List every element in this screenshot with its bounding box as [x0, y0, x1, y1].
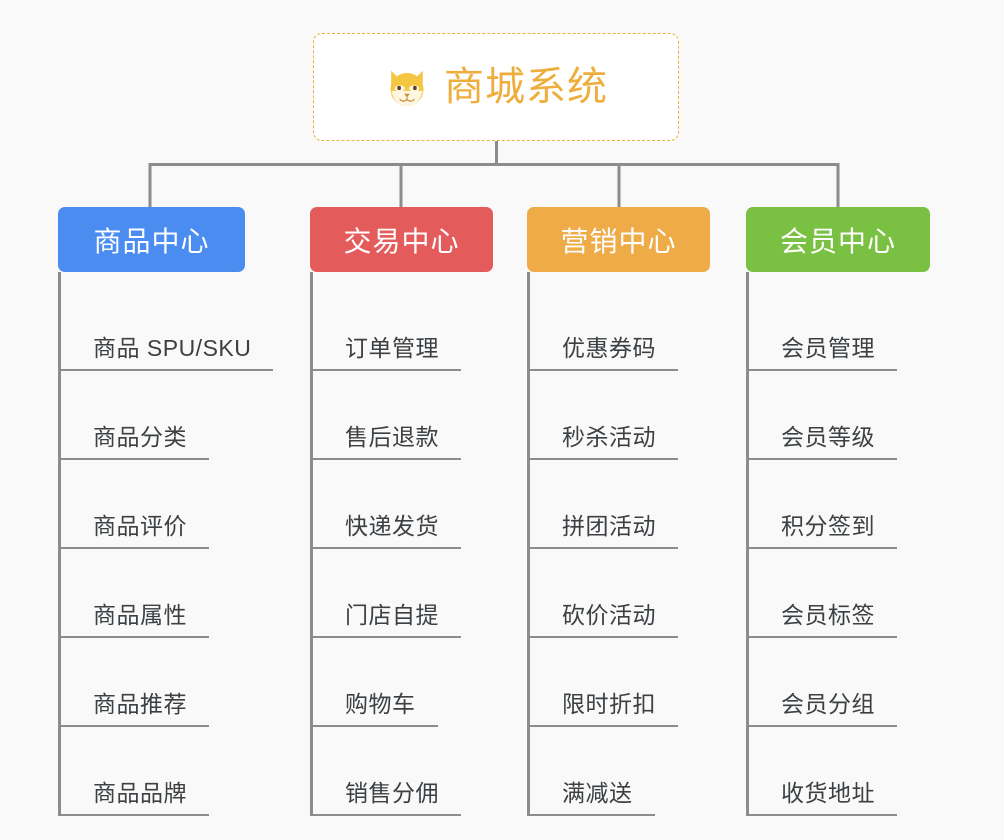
- list-item[interactable]: 满减送: [527, 727, 710, 816]
- branch-header-3[interactable]: 会员中心: [746, 207, 930, 272]
- branch-column-0: 商品中心 商品 SPU/SKU 商品分类 商品评价 商品属性 商品推荐 商品品牌: [58, 207, 274, 816]
- leaf-label: 秒杀活动: [562, 424, 656, 451]
- list-item[interactable]: 会员等级: [746, 371, 930, 460]
- list-item[interactable]: 限时折扣: [527, 638, 710, 727]
- leaf-label: 满减送: [562, 780, 633, 807]
- list-item[interactable]: 商品推荐: [58, 638, 245, 727]
- leaf-label: 销售分佣: [345, 780, 439, 807]
- root-node[interactable]: 商城系统: [313, 33, 679, 141]
- leaf-label: 订单管理: [345, 335, 439, 362]
- leaf-label: 购物车: [345, 691, 416, 718]
- list-item[interactable]: 门店自提: [310, 549, 493, 638]
- list-item[interactable]: 积分签到: [746, 460, 930, 549]
- leaf-label: 拼团活动: [562, 513, 656, 540]
- leaf-label: 商品推荐: [93, 691, 187, 718]
- list-item[interactable]: 商品评价: [58, 460, 245, 549]
- leaf-list-1: 订单管理 售后退款 快递发货 门店自提 购物车 销售分佣: [310, 272, 493, 816]
- list-item[interactable]: 销售分佣: [310, 727, 493, 816]
- leaf-label: 会员标签: [781, 602, 875, 629]
- leaf-list-2: 优惠券码 秒杀活动 拼团活动 砍价活动 限时折扣 满减送: [527, 272, 710, 816]
- list-item[interactable]: 商品 SPU/SKU: [58, 282, 274, 371]
- leaf-list-0: 商品 SPU/SKU 商品分类 商品评价 商品属性 商品推荐 商品品牌: [58, 272, 274, 816]
- leaf-label: 优惠券码: [562, 335, 656, 362]
- list-item[interactable]: 收货地址: [746, 727, 930, 816]
- list-item[interactable]: 秒杀活动: [527, 371, 710, 460]
- branch-column-1: 交易中心 订单管理 售后退款 快递发货 门店自提 购物车 销售分佣: [310, 207, 493, 816]
- leaf-label: 收货地址: [781, 780, 875, 807]
- list-item[interactable]: 售后退款: [310, 371, 493, 460]
- list-item[interactable]: 快递发货: [310, 460, 493, 549]
- branch-title-0: 商品中心: [93, 225, 210, 257]
- leaf-label: 商品属性: [93, 602, 187, 629]
- leaf-label: 商品评价: [93, 513, 187, 540]
- dog-face-icon: [390, 70, 424, 109]
- list-item[interactable]: 商品属性: [58, 549, 245, 638]
- leaf-label: 商品 SPU/SKU: [93, 335, 252, 362]
- list-item[interactable]: 会员管理: [746, 282, 930, 371]
- leaf-label: 限时折扣: [562, 691, 656, 718]
- list-item[interactable]: 商品品牌: [58, 727, 245, 816]
- leaf-label: 会员管理: [781, 335, 875, 362]
- leaf-label: 砍价活动: [562, 602, 656, 629]
- branch-header-1[interactable]: 交易中心: [310, 207, 493, 272]
- leaf-label: 门店自提: [345, 602, 439, 629]
- branch-header-0[interactable]: 商品中心: [58, 207, 245, 272]
- leaf-label: 积分签到: [781, 513, 875, 540]
- branch-header-2[interactable]: 营销中心: [527, 207, 710, 272]
- leaf-label: 快递发货: [345, 513, 439, 540]
- leaf-label: 售后退款: [345, 424, 439, 451]
- list-item[interactable]: 拼团活动: [527, 460, 710, 549]
- branch-column-2: 营销中心 优惠券码 秒杀活动 拼团活动 砍价活动 限时折扣 满减送: [527, 207, 710, 816]
- list-item[interactable]: 优惠券码: [527, 282, 710, 371]
- leaf-label: 会员分组: [781, 691, 875, 718]
- leaf-label: 会员等级: [781, 424, 875, 451]
- leaf-label: 商品分类: [93, 424, 187, 451]
- list-item[interactable]: 商品分类: [58, 371, 245, 460]
- list-item[interactable]: 会员标签: [746, 549, 930, 638]
- branch-title-1: 交易中心: [343, 225, 460, 257]
- list-item[interactable]: 会员分组: [746, 638, 930, 727]
- branch-title-3: 会员中心: [779, 225, 896, 257]
- root-title: 商城系统: [444, 65, 608, 109]
- branch-title-2: 营销中心: [560, 225, 677, 257]
- leaf-label: 商品品牌: [93, 780, 187, 807]
- list-item[interactable]: 订单管理: [310, 282, 493, 371]
- list-item[interactable]: 购物车: [310, 638, 493, 727]
- list-item[interactable]: 砍价活动: [527, 549, 710, 638]
- branch-column-3: 会员中心 会员管理 会员等级 积分签到 会员标签 会员分组 收货地址: [746, 207, 930, 816]
- leaf-list-3: 会员管理 会员等级 积分签到 会员标签 会员分组 收货地址: [746, 272, 930, 816]
